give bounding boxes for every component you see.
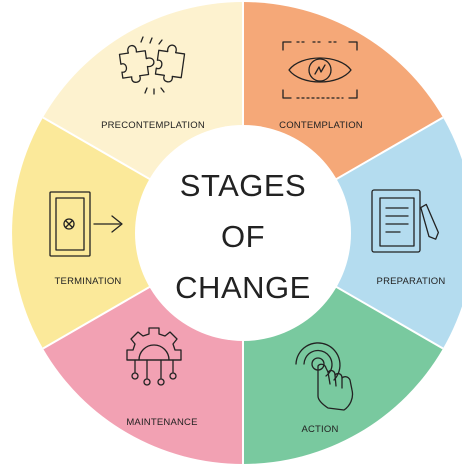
checklist-pencil-icon <box>371 189 440 253</box>
center-title-line3: CHANGE <box>175 270 311 305</box>
label-contemplation: CONTEMPLATION <box>279 120 363 131</box>
segment-preparation <box>243 117 462 349</box>
hand-tap-icon <box>295 342 354 411</box>
label-termination: TERMINATION <box>55 276 122 287</box>
label-preparation: PREPARATION <box>377 276 446 287</box>
label-precontemplation: PRECONTEMPLATION <box>101 120 205 131</box>
label-maintenance: MAINTENANCE <box>126 417 197 428</box>
label-action: ACTION <box>301 424 338 435</box>
center-title-line2: OF <box>221 219 265 254</box>
center-circle <box>135 125 351 341</box>
eye-icon <box>282 41 358 99</box>
segment-termination <box>12 117 243 349</box>
puzzle-pieces-icon <box>118 36 186 95</box>
center-title-line1: STAGES <box>180 168 306 203</box>
gear-network-icon <box>126 327 182 386</box>
exit-door-icon <box>49 191 123 257</box>
